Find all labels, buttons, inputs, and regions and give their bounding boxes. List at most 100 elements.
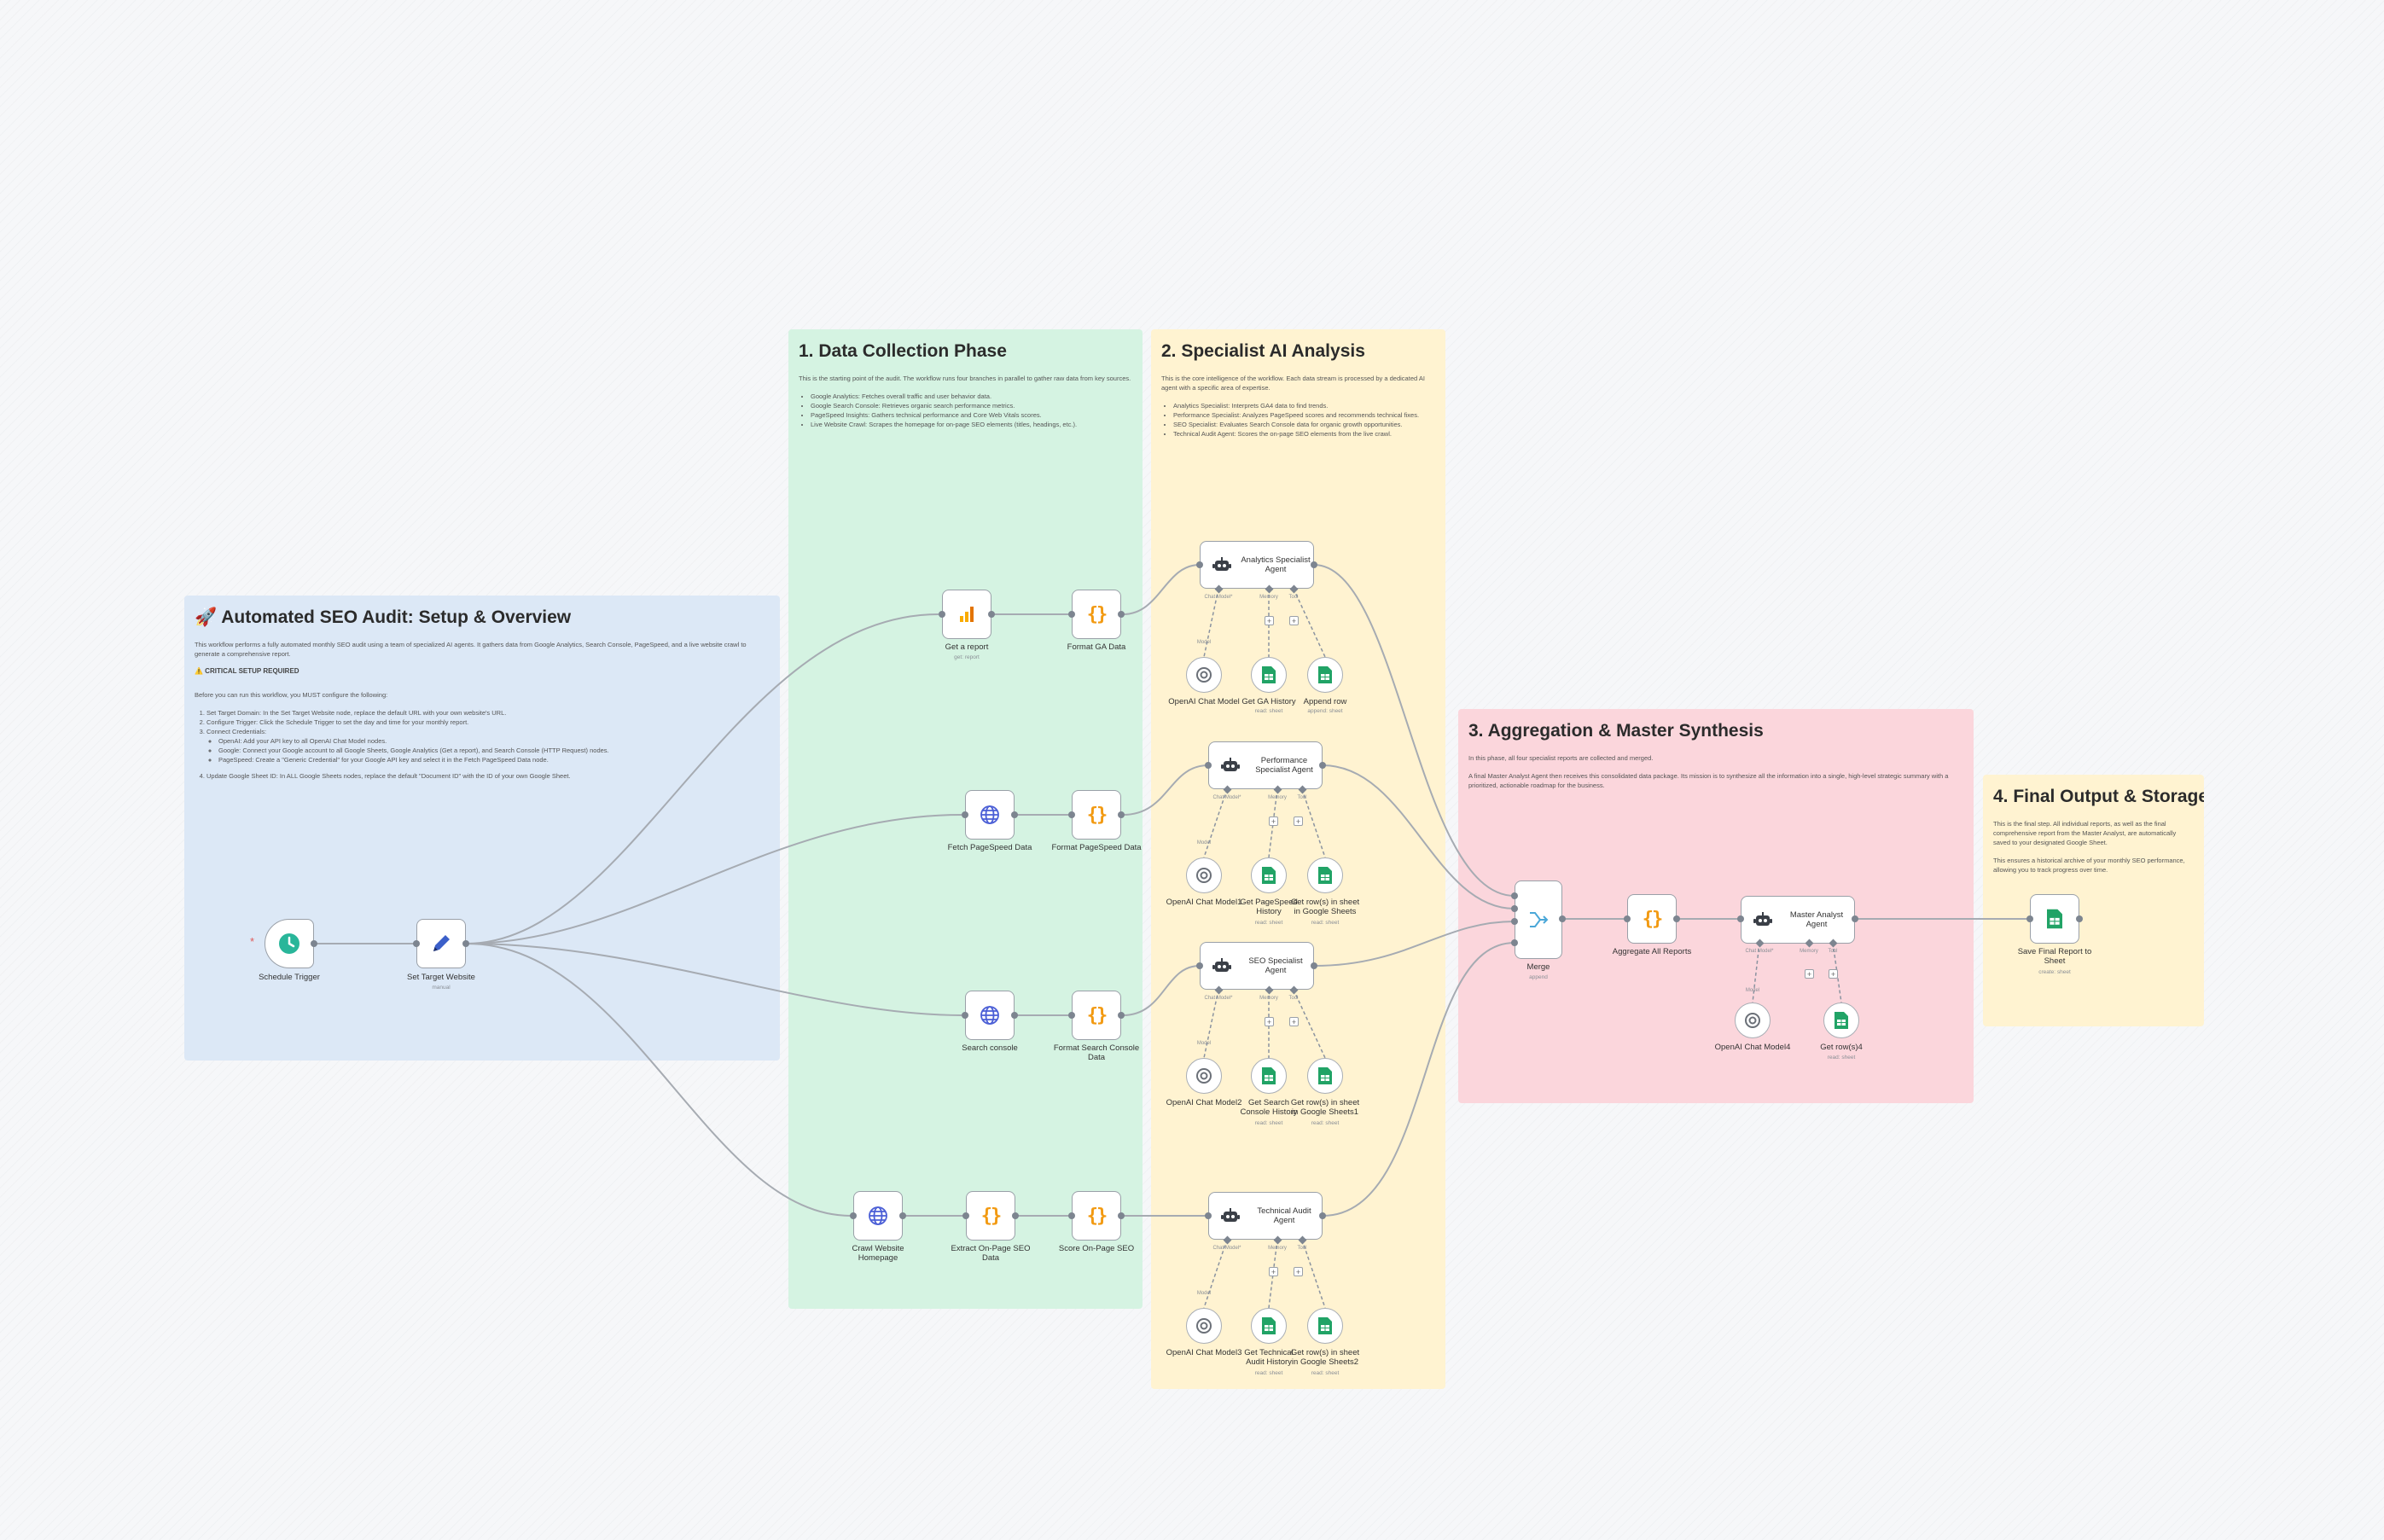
input-port[interactable]	[1737, 915, 1744, 922]
output-port[interactable]	[1011, 811, 1018, 818]
output-port[interactable]	[1118, 1212, 1125, 1219]
openai-model-node[interactable]	[1186, 857, 1222, 893]
output-port[interactable]	[1118, 611, 1125, 618]
output-port[interactable]	[1311, 962, 1317, 969]
input-port[interactable]	[850, 1212, 857, 1219]
sticky-note-setup[interactable]: 🚀 Automated SEO Audit: Setup & Overview …	[184, 596, 780, 1061]
output-port[interactable]	[1311, 561, 1317, 568]
input-port[interactable]	[1068, 1012, 1075, 1019]
output-port[interactable]	[1852, 915, 1858, 922]
sheets-icon	[1318, 867, 1332, 884]
collect-bullet: Google Analytics: Fetches overall traffi…	[811, 392, 1132, 401]
input-port[interactable]	[1511, 918, 1518, 925]
input-port[interactable]	[1205, 1212, 1212, 1219]
score-onpage-node[interactable]: {}	[1072, 1191, 1121, 1241]
input-port[interactable]	[1196, 561, 1203, 568]
sticky-note-output[interactable]: 4. Final Output & Storage This is the fi…	[1983, 775, 2204, 1026]
add-tool-button[interactable]: +	[1294, 816, 1303, 826]
technical-agent-node[interactable]: Technical Audit Agent	[1208, 1192, 1323, 1240]
add-memory-button[interactable]: +	[1265, 616, 1274, 625]
add-tool-button[interactable]: +	[1829, 969, 1838, 979]
output-port[interactable]	[1319, 762, 1326, 769]
input-port[interactable]	[1068, 1212, 1075, 1219]
output-port[interactable]	[899, 1212, 906, 1219]
output-port[interactable]	[1559, 915, 1566, 922]
output-port[interactable]	[2076, 915, 2083, 922]
set-target-website-node[interactable]	[416, 919, 466, 968]
openai-model-node[interactable]	[1186, 657, 1222, 693]
get-report-node[interactable]	[942, 590, 991, 639]
input-port[interactable]	[962, 1212, 969, 1219]
output-port[interactable]	[462, 940, 469, 947]
input-port[interactable]	[1511, 905, 1518, 912]
clock-icon	[278, 933, 300, 955]
setup-warning: ⚠️ CRITICAL SETUP REQUIRED	[195, 667, 299, 675]
memory-node[interactable]	[1251, 1308, 1287, 1344]
tool-node[interactable]	[1307, 1308, 1343, 1344]
analytics-agent-node[interactable]: Analytics Specialist Agent	[1200, 541, 1314, 589]
code-braces-icon: {}	[1086, 1205, 1108, 1227]
input-port[interactable]	[962, 1012, 968, 1019]
openai-model-node[interactable]	[1186, 1308, 1222, 1344]
input-port[interactable]	[2026, 915, 2033, 922]
input-port[interactable]	[939, 611, 945, 618]
tool-label: Append row	[1303, 697, 1347, 706]
add-tool-button[interactable]: +	[1289, 616, 1299, 625]
tool-node[interactable]	[1307, 657, 1343, 693]
format-search-console-node[interactable]: {}	[1072, 991, 1121, 1040]
input-port[interactable]	[1068, 811, 1075, 818]
output-port[interactable]	[1011, 1012, 1018, 1019]
master-analyst-agent-node[interactable]: Master Analyst Agent	[1741, 896, 1855, 944]
memory-node[interactable]	[1251, 657, 1287, 693]
openai-model4-node[interactable]	[1735, 1002, 1771, 1038]
input-port[interactable]	[1205, 762, 1212, 769]
output-port[interactable]	[988, 611, 995, 618]
tool-node[interactable]	[1307, 857, 1343, 893]
output-port[interactable]	[1319, 1212, 1326, 1219]
tool-port-label: Tool	[1288, 595, 1299, 600]
input-port[interactable]	[1511, 892, 1518, 899]
chat-model-port-label: Chat Model*	[1204, 996, 1233, 1001]
save-final-report-node[interactable]	[2030, 894, 2079, 944]
openai-icon	[1195, 867, 1212, 884]
format-pagespeed-label: Format PageSpeed Data	[1051, 843, 1142, 852]
input-port[interactable]	[962, 811, 968, 818]
fetch-pagespeed-node[interactable]	[965, 790, 1015, 840]
set-target-website-sublabel: manual	[432, 985, 451, 991]
output-port[interactable]	[1673, 915, 1680, 922]
performance-agent-node[interactable]: Performance Specialist Agent	[1208, 741, 1323, 789]
input-port[interactable]	[1196, 962, 1203, 969]
crawl-website-node[interactable]	[853, 1191, 903, 1241]
add-memory-button[interactable]: +	[1805, 969, 1814, 979]
schedule-trigger-node[interactable]	[265, 919, 314, 968]
output-port[interactable]	[311, 940, 317, 947]
add-tool-button[interactable]: +	[1294, 1267, 1303, 1276]
tool-node[interactable]	[1307, 1058, 1343, 1094]
openai-model-node[interactable]	[1186, 1058, 1222, 1094]
input-port[interactable]	[1511, 939, 1518, 946]
seo-agent-node[interactable]: SEO Specialist Agent	[1200, 942, 1314, 990]
add-memory-button[interactable]: +	[1269, 1267, 1278, 1276]
add-memory-button[interactable]: +	[1269, 816, 1278, 826]
memory-node[interactable]	[1251, 857, 1287, 893]
tool-sublabel: read: sheet	[1311, 1370, 1340, 1376]
search-console-node[interactable]	[965, 991, 1015, 1040]
memory-node[interactable]	[1251, 1058, 1287, 1094]
input-port[interactable]	[1624, 915, 1631, 922]
format-ga-node[interactable]: {}	[1072, 590, 1121, 639]
output-title: 4. Final Output & Storage	[1993, 787, 2204, 806]
extract-onpage-node[interactable]: {}	[966, 1191, 1015, 1241]
output-port[interactable]	[1118, 1012, 1125, 1019]
merge-node[interactable]	[1515, 880, 1562, 959]
input-port[interactable]	[1068, 611, 1075, 618]
format-pagespeed-node[interactable]: {}	[1072, 790, 1121, 840]
output-port[interactable]	[1118, 811, 1125, 818]
add-tool-button[interactable]: +	[1289, 1017, 1299, 1026]
output-port[interactable]	[1012, 1212, 1019, 1219]
specialist-bullet: Performance Specialist: Analyzes PageSpe…	[1173, 410, 1435, 420]
input-port[interactable]	[413, 940, 420, 947]
add-memory-button[interactable]: +	[1265, 1017, 1274, 1026]
aggregate-reports-node[interactable]: {}	[1627, 894, 1677, 944]
get-rows4-node[interactable]	[1823, 1002, 1859, 1038]
